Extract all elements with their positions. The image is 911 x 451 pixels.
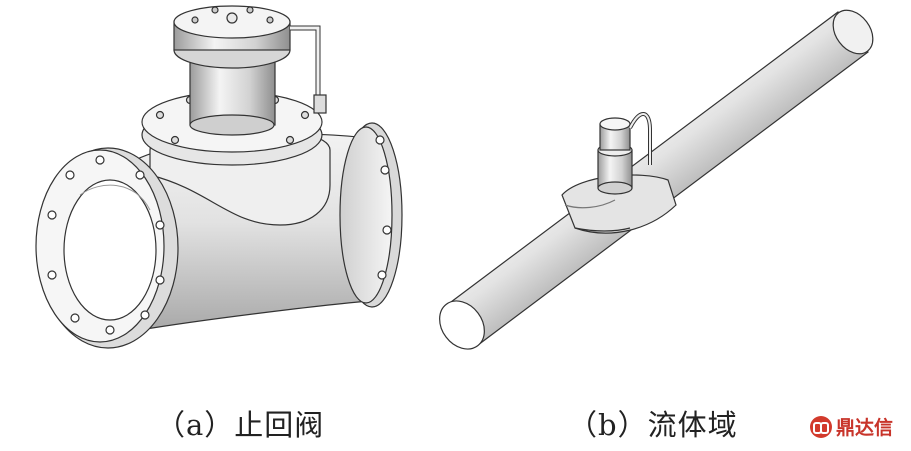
caption-check-valve: （a）止回阀 bbox=[156, 408, 325, 442]
watermark-logo: 鼎达信 bbox=[810, 413, 893, 440]
check-valve-illustration bbox=[35, 5, 403, 349]
logo-mark-icon bbox=[810, 415, 832, 438]
caption-fluid-domain: （b）流体域 bbox=[568, 408, 738, 442]
watermark-text: 鼎达信 bbox=[836, 417, 894, 439]
fluid-domain-illustration bbox=[439, 9, 874, 350]
